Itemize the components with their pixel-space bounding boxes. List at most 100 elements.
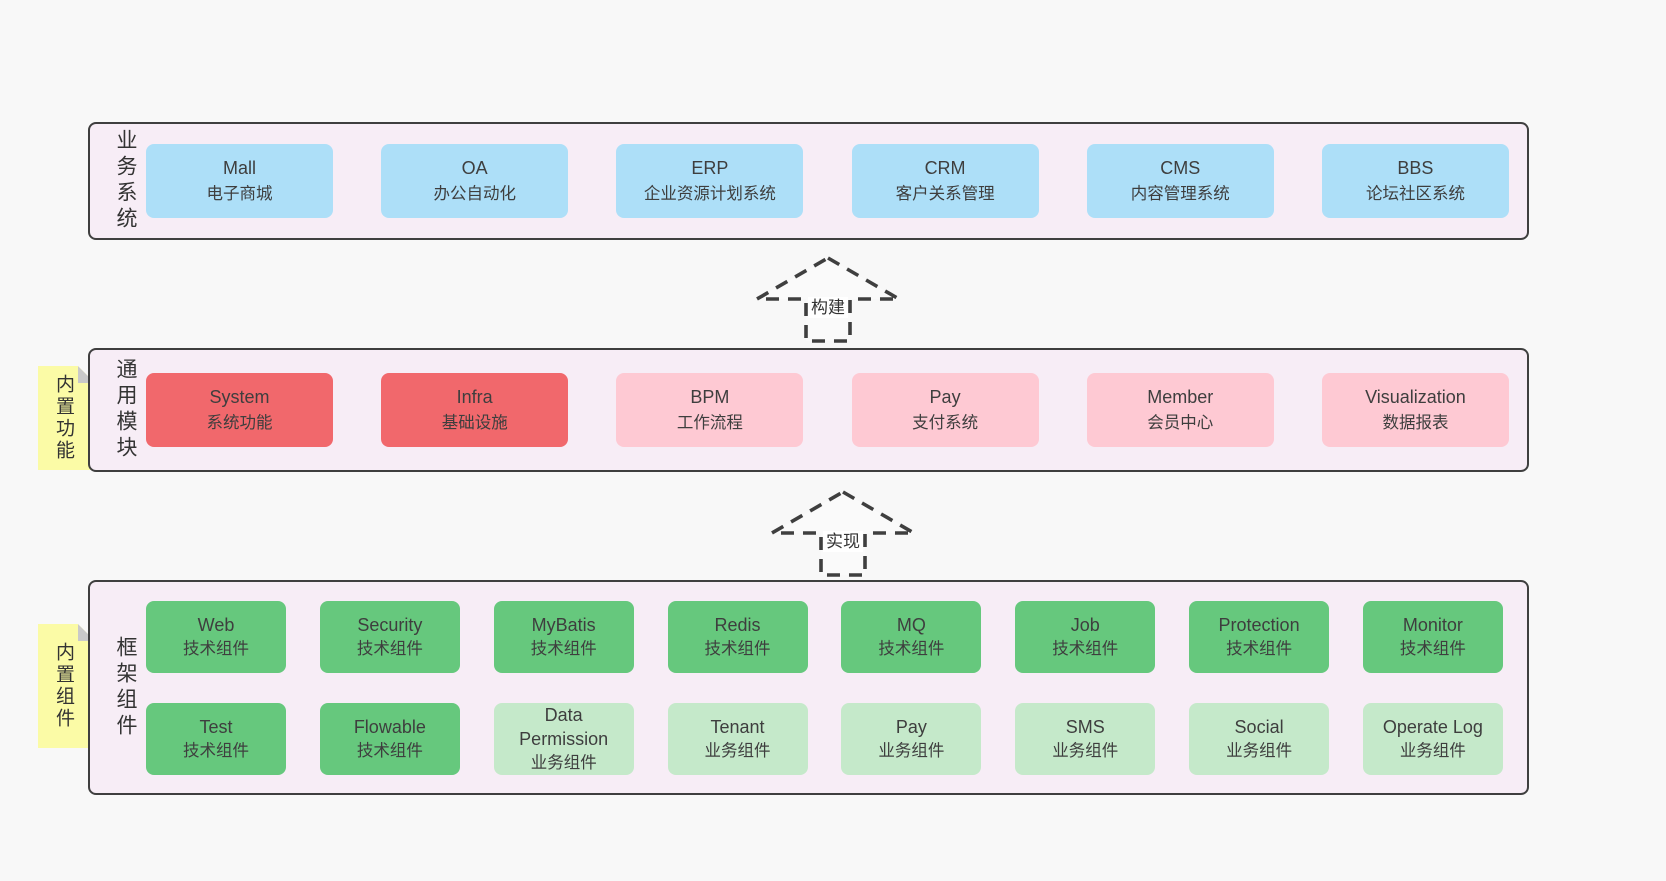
box-name: System [209, 387, 270, 408]
box-desc: 技术组件 [1226, 639, 1293, 658]
box-operate-log: Operate Log 业务组件 [1362, 702, 1503, 775]
box-name: Job [1070, 615, 1100, 636]
arrow-build: 构建 [753, 254, 903, 344]
box-desc: 技术组件 [183, 639, 249, 658]
box-desc: 业务组件 [878, 741, 945, 760]
box-desc: 技术组件 [356, 639, 423, 658]
sticky-note-built-in-features: 内置功能 [38, 366, 95, 470]
band-label-components: 框架组件 [114, 635, 137, 740]
box-system: System 系统功能 [146, 373, 333, 447]
band-label-business: 业务系统 [114, 129, 137, 233]
band-common-modules: 通用模块 System 系统功能 Infra 基础设施 BPM 工作流程 Pay… [88, 348, 1529, 472]
box-name: Protection [1218, 615, 1300, 636]
box-name: ERP [691, 158, 729, 179]
box-desc: 技术组件 [1399, 639, 1466, 658]
band-label-modules: 通用模块 [114, 358, 137, 462]
box-desc: 技术组件 [530, 639, 597, 658]
box-name: Infra [456, 387, 493, 408]
box-name: Web [197, 615, 235, 636]
box-flowable: Flowable 技术组件 [319, 702, 460, 775]
box-name: Redis [714, 615, 761, 636]
business-boxes: Mall 电子商城 OA 办公自动化 ERP 企业资源计划系统 CRM 客户关系… [140, 144, 1527, 218]
box-desc: 论坛社区系统 [1365, 185, 1465, 204]
module-boxes: System 系统功能 Infra 基础设施 BPM 工作流程 Pay 支付系统… [140, 373, 1527, 447]
box-name: Security [357, 615, 423, 636]
box-desc: 基础设施 [441, 414, 508, 433]
box-name: Flowable [353, 717, 426, 738]
box-mybatis: MyBatis 技术组件 [493, 600, 634, 673]
box-desc: 技术组件 [1052, 639, 1119, 658]
box-desc: 业务组件 [1226, 741, 1293, 760]
box-pay-component: Pay 业务组件 [841, 702, 982, 775]
box-protection: Protection 技术组件 [1189, 600, 1330, 673]
box-name: Visualization [1365, 387, 1466, 408]
arrow-implement: 实现 [768, 488, 918, 578]
box-pay-module: Pay 支付系统 [851, 373, 1039, 447]
box-desc: 内容管理系统 [1130, 185, 1230, 204]
box-erp: ERP 企业资源计划系统 [616, 144, 804, 218]
box-crm: CRM 客户关系管理 [851, 144, 1039, 218]
box-desc: 业务组件 [1052, 741, 1119, 760]
box-desc: 办公自动化 [433, 185, 516, 204]
box-cms: CMS 内容管理系统 [1086, 144, 1274, 218]
box-name: Mall [222, 158, 256, 179]
box-desc: 会员中心 [1147, 414, 1214, 433]
box-member: Member 会员中心 [1086, 373, 1274, 447]
box-data-permission: Data Permission 业务组件 [493, 702, 634, 775]
component-row-2: Test 技术组件 Flowable 技术组件 Data Permission … [146, 702, 1503, 775]
arrow-build-label: 构建 [808, 297, 848, 319]
box-monitor: Monitor 技术组件 [1362, 600, 1503, 673]
box-mq: MQ 技术组件 [841, 600, 982, 673]
box-bpm: BPM 工作流程 [616, 373, 804, 447]
box-desc: 业务组件 [704, 741, 771, 760]
box-name: Operate Log [1382, 717, 1483, 738]
component-row-1: Web 技术组件 Security 技术组件 MyBatis 技术组件 Redi… [146, 600, 1503, 673]
component-rows: Web 技术组件 Security 技术组件 MyBatis 技术组件 Redi… [140, 600, 1527, 775]
box-social: Social 业务组件 [1189, 702, 1330, 775]
box-desc: 技术组件 [704, 639, 771, 658]
box-oa: OA 办公自动化 [381, 144, 569, 218]
box-name: SMS [1065, 717, 1105, 738]
box-name: Tenant [710, 717, 765, 738]
box-name: BBS [1397, 158, 1434, 179]
box-desc: 工作流程 [676, 414, 743, 433]
box-desc: 技术组件 [878, 639, 945, 658]
box-security: Security 技术组件 [319, 600, 460, 673]
box-name: Pay [895, 717, 927, 738]
arrow-implement-label: 实现 [823, 531, 863, 553]
box-redis: Redis 技术组件 [667, 600, 808, 673]
box-mall: Mall 电子商城 [146, 144, 333, 218]
box-desc: 企业资源计划系统 [643, 185, 776, 204]
box-job: Job 技术组件 [1015, 600, 1156, 673]
box-desc: 支付系统 [912, 414, 979, 433]
box-desc: 电子商城 [206, 185, 273, 204]
box-name: MyBatis [531, 615, 596, 636]
box-desc: 数据报表 [1382, 414, 1449, 433]
box-name: Member [1147, 387, 1214, 408]
box-desc: 技术组件 [356, 741, 423, 760]
box-name: Monitor [1402, 615, 1463, 636]
box-desc: 系统功能 [206, 414, 273, 433]
box-name: Data Permission [519, 705, 609, 750]
box-name: Social [1234, 717, 1284, 738]
box-desc: 业务组件 [1399, 741, 1466, 760]
box-sms: SMS 业务组件 [1015, 702, 1156, 775]
note-label: 内置组件 [53, 642, 74, 730]
note-label: 内置功能 [53, 374, 74, 462]
box-name: Pay [929, 387, 961, 408]
box-name: BPM [690, 387, 730, 408]
box-name: CMS [1160, 158, 1201, 179]
box-test: Test 技术组件 [146, 702, 286, 775]
box-name: MQ [896, 615, 926, 636]
box-visualization: Visualization 数据报表 [1321, 373, 1509, 447]
box-desc: 业务组件 [530, 753, 597, 772]
box-name: CRM [924, 158, 966, 179]
box-tenant: Tenant 业务组件 [667, 702, 808, 775]
band-framework-components: 框架组件 Web 技术组件 Security 技术组件 MyBatis 技术组件… [88, 580, 1529, 795]
box-bbs: BBS 论坛社区系统 [1321, 144, 1509, 218]
box-desc: 客户关系管理 [895, 185, 995, 204]
sticky-note-built-in-components: 内置组件 [38, 624, 95, 748]
box-name: OA [461, 158, 488, 179]
box-web: Web 技术组件 [146, 600, 286, 673]
